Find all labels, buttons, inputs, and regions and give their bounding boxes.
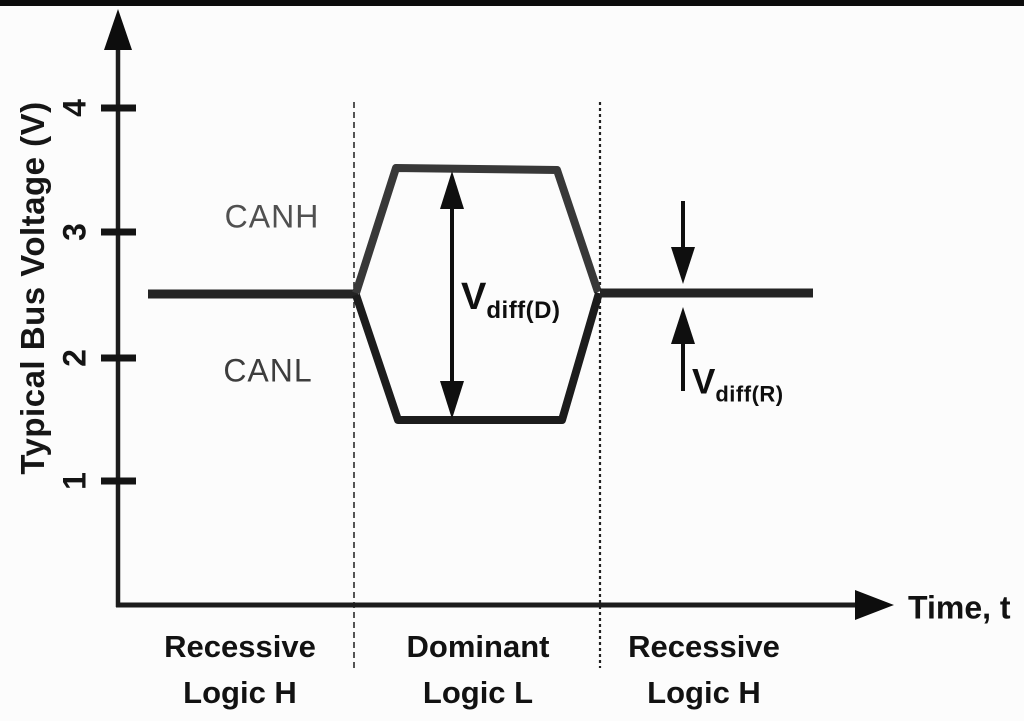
region-1-line2: Logic H (183, 675, 297, 710)
vdiff-r-base-text: V (692, 362, 716, 402)
region-label-recessive-right: Recessive Logic H (628, 624, 780, 716)
region-3-line1: Recessive (628, 629, 780, 664)
y-tick-label-2: 2 (56, 349, 93, 367)
region-label-dominant: Dominant Logic L (407, 624, 550, 716)
x-axis-title: Time, t (908, 589, 1011, 626)
region-1-line1: Recessive (164, 629, 316, 664)
region-3-line2: Logic H (647, 675, 761, 710)
vdiff-d-subscript-text: diff(D) (486, 296, 561, 324)
vdiff-d-base-text: V (461, 275, 487, 318)
vdiff-dominant-label: Vdiff(D) (461, 275, 561, 324)
region-label-recessive-left: Recessive Logic H (164, 624, 316, 716)
x-axis-arrowhead-icon (855, 590, 894, 620)
vdiff-recessive-label: Vdiff(R) (692, 362, 784, 406)
vdiff-r-subscript-text: diff(R) (715, 381, 784, 407)
vdiff-d-arrowhead-up-icon (440, 171, 464, 209)
region-2-line1: Dominant (406, 629, 550, 664)
top-border-bar (0, 0, 1024, 6)
canl-dominant-trace (352, 291, 603, 424)
canl-trace-label: CANL (223, 352, 313, 389)
y-axis-arrowhead-icon (104, 9, 132, 50)
vdiff-d-arrowhead-down-icon (440, 381, 464, 419)
vdiff-r-arrowhead-down-icon (671, 247, 695, 284)
y-tick-label-4: 4 (56, 99, 93, 117)
y-tick-label-3: 3 (56, 223, 93, 241)
canh-dominant-trace (352, 164, 602, 295)
canh-trace-label: CANH (224, 198, 320, 235)
y-tick-label-1: 1 (56, 472, 93, 490)
y-axis-title: Typical Bus Voltage (V) (14, 101, 51, 475)
region-2-line2: Logic L (422, 675, 534, 710)
vdiff-r-arrowhead-up-icon (671, 307, 695, 344)
